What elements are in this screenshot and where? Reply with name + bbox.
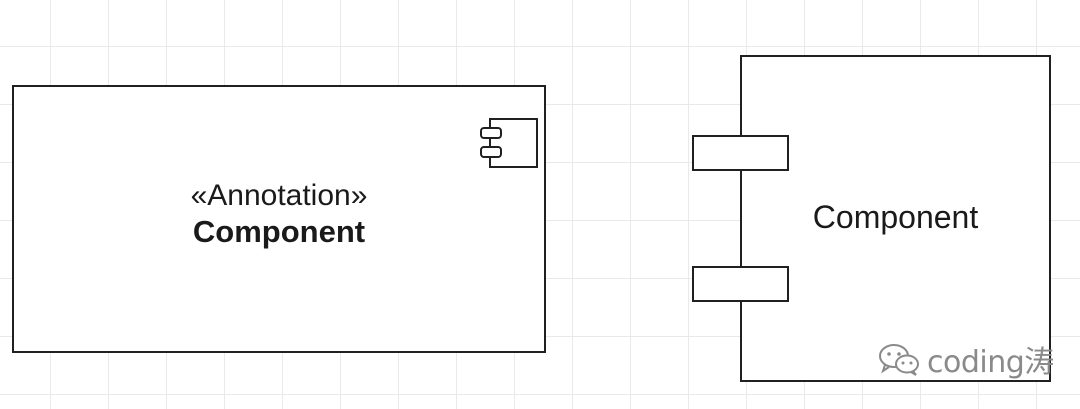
component-label: «Annotation» Component — [14, 179, 544, 249]
ported-component-box[interactable]: Component — [740, 55, 1051, 382]
stereotype-label: «Annotation» — [190, 179, 368, 212]
annotation-component-box[interactable]: «Annotation» Component — [12, 85, 546, 353]
component-port-top[interactable] — [692, 135, 789, 171]
wechat-icon — [879, 344, 919, 376]
component-name: Component — [812, 199, 979, 235]
uml-component-icon — [480, 118, 538, 168]
component-port-bottom[interactable] — [692, 266, 789, 302]
watermark: coding涛 — [877, 340, 1054, 380]
watermark-text: coding涛 — [927, 345, 1054, 380]
component-name: Component — [192, 213, 366, 249]
